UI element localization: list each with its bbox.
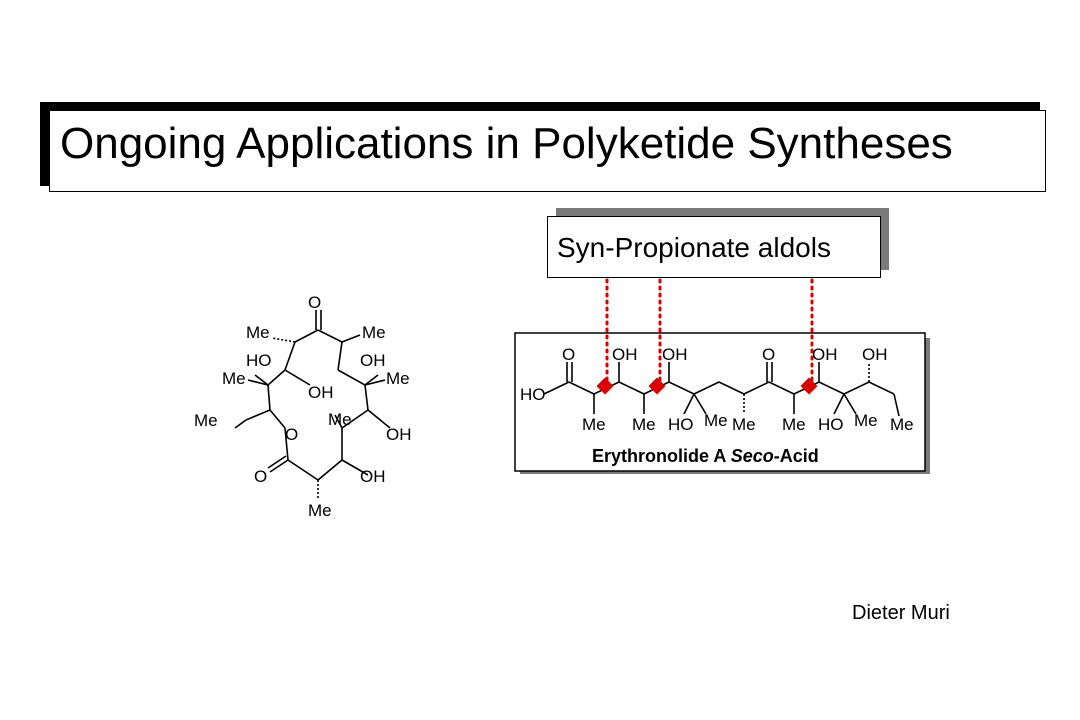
- svg-text:Me: Me: [890, 415, 914, 434]
- macrolide-structure: O Me Me HO OH Me OH Me Me O Me OH O OH M…: [194, 293, 412, 520]
- svg-text:Me: Me: [246, 323, 270, 342]
- svg-text:Me: Me: [362, 323, 386, 342]
- svg-text:Me: Me: [194, 411, 218, 430]
- svg-text:HO: HO: [818, 415, 844, 434]
- seco-acid-caption: Erythronolide A Seco-Acid: [592, 446, 819, 466]
- svg-text:Me: Me: [732, 415, 756, 434]
- svg-text:Me: Me: [222, 369, 246, 388]
- seco-acid-structure: O OH OH O OH OH HO Me Me HO Me Me Me HO …: [514, 332, 926, 472]
- subtitle-box: Syn-Propionate aldols: [547, 216, 881, 278]
- svg-text:OH: OH: [386, 425, 412, 444]
- svg-text:HO: HO: [668, 415, 694, 434]
- svg-text:Me: Me: [386, 369, 410, 388]
- svg-text:OH: OH: [360, 467, 386, 486]
- svg-text:O: O: [562, 345, 575, 364]
- svg-text:Me: Me: [704, 411, 728, 430]
- dotted-guides: [605, 278, 814, 382]
- svg-text:OH: OH: [308, 383, 334, 402]
- slide-title: Ongoing Applications in Polyketide Synth…: [60, 119, 953, 168]
- svg-text:HO: HO: [520, 385, 546, 404]
- svg-text:OH: OH: [862, 345, 888, 364]
- title-box: Ongoing Applications in Polyketide Synth…: [49, 110, 1046, 192]
- svg-text:OH: OH: [360, 351, 386, 370]
- svg-text:Me: Me: [328, 410, 352, 429]
- svg-text:Me: Me: [308, 501, 332, 520]
- svg-text:O: O: [254, 467, 267, 486]
- svg-text:O: O: [285, 425, 298, 444]
- svg-text:Me: Me: [854, 411, 878, 430]
- svg-text:Me: Me: [582, 415, 606, 434]
- svg-text:OH: OH: [662, 345, 688, 364]
- svg-text:O: O: [308, 293, 321, 312]
- svg-text:OH: OH: [612, 345, 638, 364]
- author-name: Dieter Muri: [852, 602, 950, 624]
- subtitle-label: Syn-Propionate aldols: [557, 232, 831, 263]
- svg-text:HO: HO: [246, 351, 272, 370]
- svg-text:Me: Me: [782, 415, 806, 434]
- svg-text:OH: OH: [812, 345, 838, 364]
- svg-text:Me: Me: [632, 415, 656, 434]
- svg-text:O: O: [762, 345, 775, 364]
